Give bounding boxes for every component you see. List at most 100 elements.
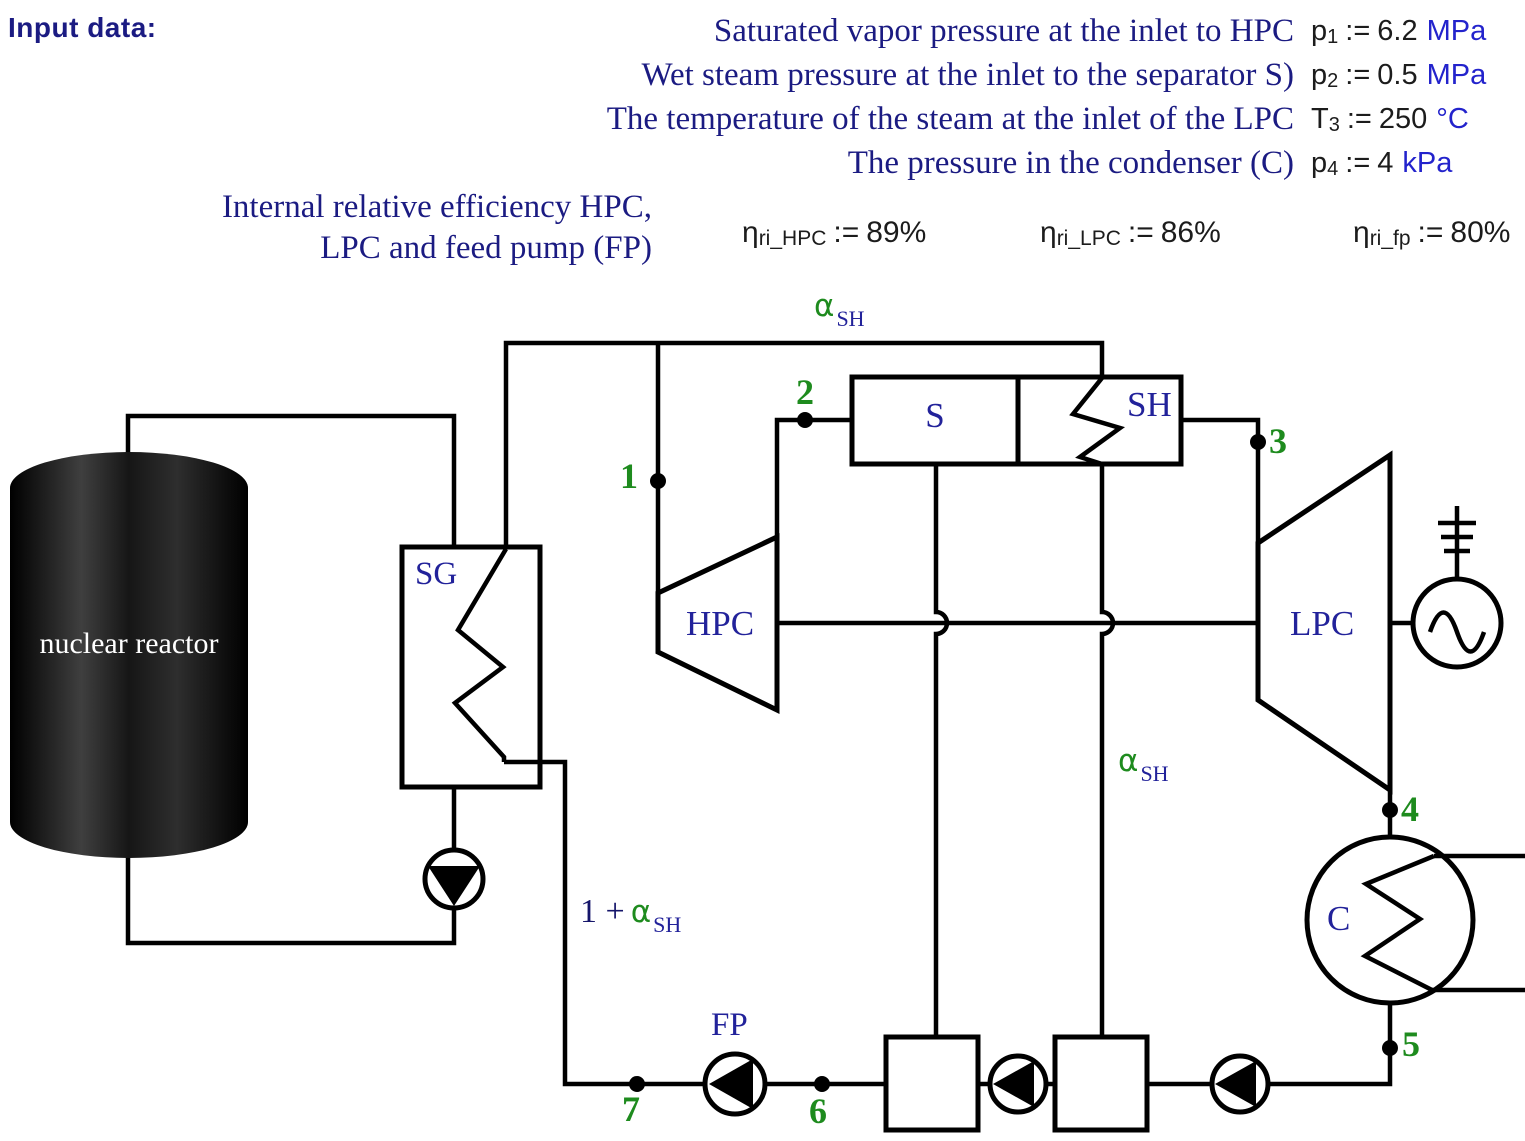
lpc-inlet-line — [1181, 417, 1261, 545]
eta-symbol: η — [742, 215, 759, 249]
param-desc-t3: The temperature of the steam at the inle… — [606, 101, 1294, 137]
efficiency-desc-line2: LPC and feed pump (FP) — [320, 230, 652, 266]
condenser-label: C — [1327, 899, 1351, 938]
var-name: p — [1311, 58, 1328, 91]
state-point-1-label: 1 — [620, 456, 638, 496]
var-subscript: 4 — [1327, 157, 1339, 180]
sg-label: SG — [415, 556, 458, 592]
separator-box — [849, 374, 1021, 467]
hpc-turbine — [655, 533, 780, 714]
var-subscript: 2 — [1327, 69, 1339, 92]
assign-operator: := — [1345, 14, 1371, 47]
superheater-box — [1015, 374, 1184, 467]
efficiency-number: 80% — [1450, 215, 1511, 249]
feed-pump-label: FP — [711, 1007, 748, 1043]
param-number: 250 — [1378, 102, 1428, 135]
alpha-subscript: SH — [1140, 761, 1169, 786]
alpha-symbol: α — [1118, 743, 1139, 779]
param-unit: MPa — [1426, 58, 1487, 91]
primary-hot-leg-pipe — [125, 413, 457, 547]
separator-label: S — [925, 396, 945, 435]
param-desc-p1: Saturated vapor pressure at the inlet to… — [713, 13, 1294, 49]
param-unit: kPa — [1402, 146, 1453, 179]
reactor-vessel — [10, 452, 248, 858]
mixer-box-1 — [883, 1034, 981, 1133]
hpc-outlet-line — [774, 417, 852, 537]
param-number: 4 — [1377, 146, 1394, 179]
var-name: T — [1311, 102, 1329, 135]
state-point-3-label: 3 — [1269, 421, 1287, 461]
assign-operator: := — [833, 215, 860, 249]
reactor-label: nuclear reactor — [39, 627, 219, 660]
superheater-drain-line — [1099, 464, 1116, 1037]
feed-pump-rotor-icon — [709, 1059, 753, 1109]
efficiency-desc-line1: Internal relative efficiency HPC, — [221, 189, 652, 225]
one-plus-text: 1 + — [580, 893, 625, 930]
state-point-2-dot — [797, 412, 813, 428]
alpha-subscript: SH — [836, 306, 865, 331]
state-point-2-label: 2 — [796, 372, 814, 412]
eta-subscript: ri_LPC — [1056, 227, 1121, 250]
superheater-coil — [1069, 376, 1126, 467]
generator-sine-icon — [1427, 610, 1487, 654]
main-steam-line — [503, 340, 1105, 547]
sg-box — [399, 544, 543, 790]
state-point-5-label: 5 — [1402, 1024, 1420, 1064]
efficiency-number: 86% — [1160, 215, 1221, 249]
drain-pump-1-rotor-icon — [993, 1061, 1034, 1107]
cooling-water-lines — [1432, 853, 1525, 993]
parameter-descriptions: Saturated vapor pressure at the inlet to… — [0, 9, 1294, 185]
state-point-6-label: 6 — [809, 1091, 827, 1131]
efficiency-description: Internal relative efficiency HPC, LPC an… — [0, 187, 652, 269]
drain-pump-2-rotor-icon — [1215, 1061, 1256, 1107]
alpha-sh-label-drain: αSH — [1118, 743, 1169, 785]
eta-subscript: ri_HPC — [758, 227, 827, 250]
var-subscript: 1 — [1327, 25, 1339, 48]
state-point-7-dot — [629, 1076, 645, 1092]
condensate-line — [1269, 1003, 1393, 1087]
hpc-label: HPC — [686, 604, 755, 643]
var-name: p — [1311, 146, 1328, 179]
state-point-3-dot — [1250, 434, 1266, 450]
alpha-sh-label-top: αSH — [814, 291, 865, 330]
primary-pump-rotor-icon — [428, 866, 480, 906]
separator-drain-line — [933, 464, 950, 1037]
mixer-box-2 — [1052, 1034, 1150, 1133]
alpha-subscript: SH — [653, 912, 682, 937]
efficiency-number: 89% — [866, 215, 927, 249]
generator-body — [1410, 576, 1504, 670]
eta-symbol: η — [1040, 215, 1057, 249]
input-data-heading: Input data: — [8, 12, 157, 43]
param-number: 6.2 — [1377, 14, 1418, 47]
primary-cold-leg-pipe — [125, 787, 457, 946]
feedwater-line — [504, 759, 1211, 1087]
param-unit: MPa — [1426, 14, 1487, 47]
var-name: p — [1311, 14, 1328, 47]
one-plus-alpha-sh-label: 1 +αSH — [580, 893, 681, 936]
alpha-symbol: α — [630, 894, 652, 930]
state-point-4-dot — [1382, 802, 1398, 818]
state-point-7-label: 7 — [622, 1089, 640, 1129]
param-desc-p4: The pressure in the condenser (C) — [847, 145, 1294, 181]
generator-terminal-icon — [1438, 506, 1476, 579]
eta-subscript: ri_fp — [1369, 227, 1411, 250]
superheater-label: SH — [1127, 385, 1172, 424]
state-point-1-dot — [650, 473, 666, 489]
param-desc-p2: Wet steam pressure at the inlet to the s… — [641, 57, 1294, 93]
state-point-6-dot — [814, 1076, 830, 1092]
var-subscript: 3 — [1328, 113, 1340, 136]
assign-operator: := — [1346, 102, 1372, 135]
assign-operator: := — [1127, 215, 1154, 249]
state-point-4-label: 4 — [1401, 789, 1419, 829]
lpc-label: LPC — [1290, 604, 1355, 643]
